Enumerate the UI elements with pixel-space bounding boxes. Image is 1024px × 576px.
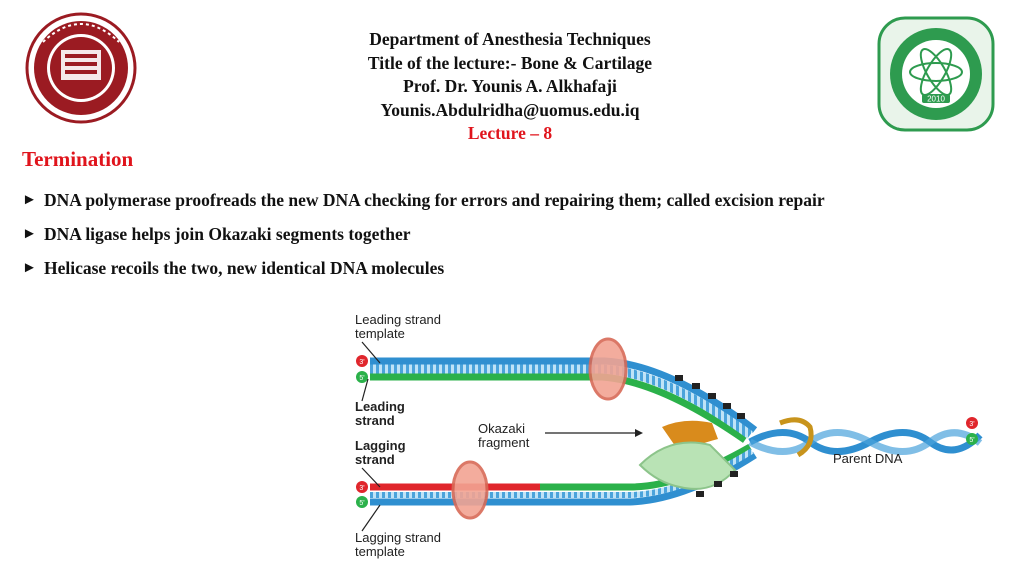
label-lagging-template-1: Lagging strand (355, 530, 441, 545)
three-prime-mark: 3' (359, 485, 364, 492)
parent-dna-helix (748, 429, 983, 455)
university-seal-left-logo (25, 12, 137, 124)
dna-polymerase-lagging (451, 460, 489, 520)
section-title: Termination (22, 147, 134, 171)
label-leading-strand-2: strand (355, 413, 395, 428)
bullet-arrow-icon: ► (22, 260, 37, 276)
email-address: Younis.Abdulridha@uomus.edu.iq (380, 99, 640, 120)
seal-year: 2010 (927, 95, 945, 104)
five-prime-mark: 5' (969, 437, 974, 444)
bullet-item: ► DNA ligase helps join Okazaki segments… (22, 217, 982, 251)
bullet-arrow-icon: ► (22, 192, 37, 208)
label-lagging-strand-2: strand (355, 452, 395, 467)
bullet-text: DNA polymerase proofreads the new DNA ch… (44, 190, 825, 210)
bullet-item: ► DNA polymerase proofreads the new DNA … (22, 183, 982, 217)
bullet-list: ► DNA polymerase proofreads the new DNA … (22, 183, 982, 285)
label-lagging-template-2: template (355, 544, 405, 559)
five-prime-mark: 5' (359, 375, 364, 382)
department-name: Department of Anesthesia Techniques (369, 29, 651, 49)
okazaki-arrowhead-icon (635, 429, 643, 437)
bullet-text: DNA ligase helps join Okazaki segments t… (44, 224, 411, 244)
dna-polymerase-leading (588, 337, 628, 401)
dna-replication-diagram: 3' 5' 3' 5' 3' 5' Leading strand templat… (355, 312, 983, 559)
bullet-arrow-icon: ► (22, 226, 37, 242)
five-prime-mark: 5' (359, 500, 364, 507)
three-prime-mark: 3' (359, 359, 364, 366)
end-badges-left: 3' 5' 3' 5' (356, 355, 368, 508)
label-parent-dna: Parent DNA (833, 451, 903, 466)
university-seal-right-logo: 2010 (877, 16, 995, 132)
label-lagging-strand-1: Lagging (355, 438, 406, 453)
label-okazaki-2: fragment (478, 435, 530, 450)
bullet-item: ► Helicase recoils the two, new identica… (22, 251, 982, 285)
label-pointers (361, 341, 635, 532)
label-leading-strand-1: Leading (355, 399, 405, 414)
label-leading-template-2: template (355, 326, 405, 341)
lecture-header: Department of Anesthesia Techniques Titl… (300, 28, 720, 146)
bullet-text: Helicase recoils the two, new identical … (44, 258, 445, 278)
ssb-proteins (675, 375, 745, 497)
end-badges-right: 3' 5' (966, 417, 978, 445)
label-okazaki-1: Okazaki (478, 421, 525, 436)
lecture-number: Lecture – 8 (467, 123, 553, 143)
lecture-title: Title of the lecture:- Bone & Cartilage (367, 52, 653, 73)
professor-name: Prof. Dr. Younis A. Alkhafaji (403, 76, 617, 96)
three-prime-mark: 3' (969, 421, 974, 428)
topoisomerase-arrow (779, 417, 814, 458)
label-leading-template-1: Leading strand (355, 312, 441, 327)
